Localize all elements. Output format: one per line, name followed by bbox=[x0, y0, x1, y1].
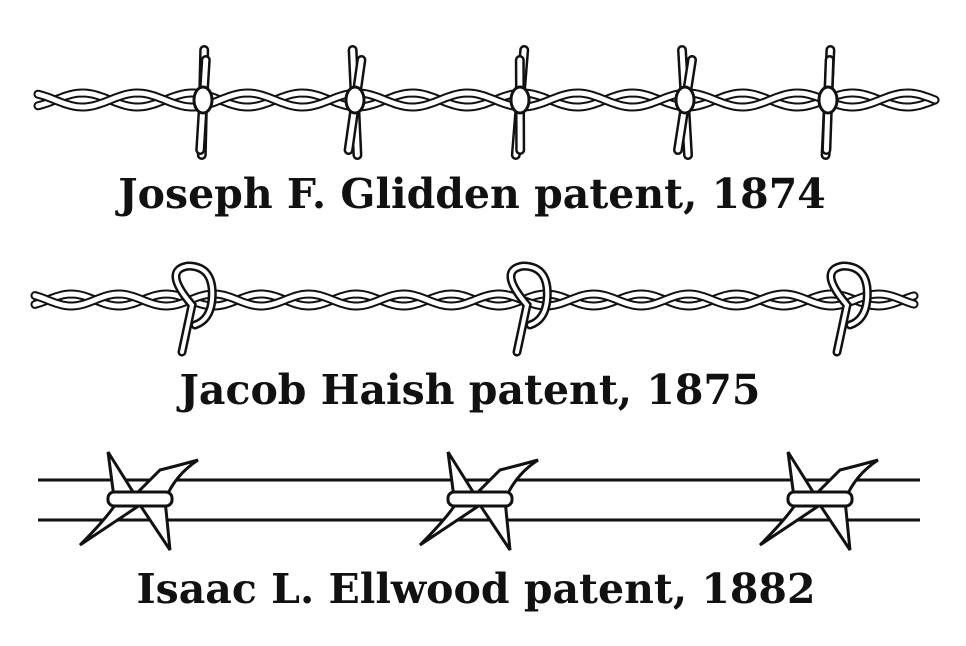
strand-b-fill bbox=[32, 291, 917, 309]
ellwood-caption: Isaac L. Ellwood patent, 1882 bbox=[136, 565, 815, 613]
glidden-barb bbox=[817, 45, 839, 160]
strand-a-fill bbox=[35, 90, 938, 110]
barb-sleeve bbox=[786, 490, 854, 508]
barb-outline bbox=[506, 261, 552, 357]
ellwood-wire bbox=[38, 451, 920, 551]
haish-barb bbox=[826, 261, 872, 357]
strand-b-fill bbox=[35, 90, 938, 110]
glidden-wire bbox=[33, 45, 940, 160]
barb-coil bbox=[674, 85, 696, 115]
haish-wire bbox=[30, 261, 919, 357]
barb-coil bbox=[817, 85, 839, 115]
barb-fill bbox=[829, 263, 870, 354]
glidden-barb bbox=[509, 45, 531, 160]
barb-sleeve bbox=[106, 490, 174, 508]
haish-barb bbox=[171, 261, 217, 357]
barb-fill bbox=[174, 263, 215, 354]
ellwood-barb bbox=[78, 451, 199, 551]
barb-coil bbox=[192, 85, 214, 115]
glidden-barb bbox=[673, 45, 697, 160]
ellwood-barb bbox=[418, 451, 539, 551]
haish-caption: Jacob Haish patent, 1875 bbox=[177, 366, 761, 414]
glidden-caption: Joseph F. Glidden patent, 1874 bbox=[115, 170, 826, 218]
barb-fill bbox=[509, 263, 550, 354]
barb-sleeve bbox=[446, 490, 514, 508]
barb-coil bbox=[344, 85, 366, 115]
barb-outline bbox=[171, 261, 217, 357]
barb-coil bbox=[509, 85, 531, 115]
haish-barb bbox=[506, 261, 552, 357]
glidden-barb bbox=[192, 45, 214, 160]
glidden-barb bbox=[343, 45, 367, 160]
ellwood-barb bbox=[758, 451, 879, 551]
